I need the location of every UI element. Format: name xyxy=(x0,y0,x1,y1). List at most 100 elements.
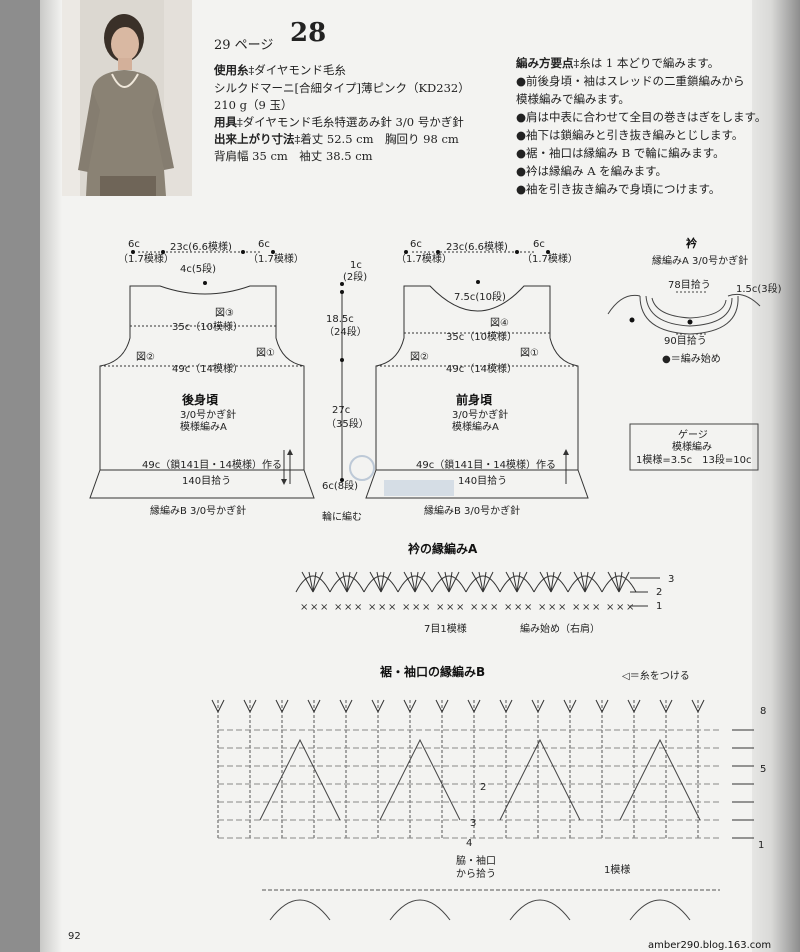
back-neck: 4c(5段) xyxy=(180,262,216,275)
back-top-right: 6c xyxy=(258,239,270,250)
points-item: 模様編みで編みます。 xyxy=(516,92,630,106)
sc-mark: × xyxy=(436,602,444,613)
picot xyxy=(275,699,289,714)
back-base: 49c（鎖141目・14模様）作る xyxy=(142,458,282,471)
points-item: ●裾・袖口は縁編み B で輪に編みます。 xyxy=(516,146,725,160)
dc-stitch xyxy=(478,571,484,593)
page-reference: 29 ページ xyxy=(214,38,274,53)
chart-b-pickup2: から拾う xyxy=(456,867,496,880)
bottom-fan xyxy=(269,899,331,921)
sc-mark: × xyxy=(626,602,634,613)
book-gutter xyxy=(40,0,62,952)
chart-b-row-1: 1 xyxy=(758,840,764,851)
tools-line: 用具‡ダイヤモンド毛糸特選あみ針 3/0 号かぎ針 xyxy=(214,114,464,130)
chart-a-start: 編み始め（右肩） xyxy=(520,622,600,635)
dc-stitch xyxy=(380,571,385,593)
sc-mark: × xyxy=(558,602,566,613)
gauge-value: 1模様=3.5c 13段=10c xyxy=(636,453,751,466)
chain-arc xyxy=(397,575,433,593)
sc-mark: × xyxy=(320,602,328,613)
chain-arc xyxy=(431,575,467,593)
back-title: 後身頃 xyxy=(182,392,219,407)
back-top-mid: 23c(6.6模様) xyxy=(170,240,232,253)
gauge-stitch: 模様編み xyxy=(672,440,712,453)
back-needle: 3/0号かぎ針 xyxy=(180,408,236,421)
dc-stitch xyxy=(580,571,586,593)
front-body-schematic xyxy=(365,251,589,499)
model-photo xyxy=(62,0,192,196)
picot xyxy=(563,699,577,714)
dc-stitch xyxy=(301,571,314,593)
dc-stitch xyxy=(380,571,392,593)
dc-stitch xyxy=(516,571,521,593)
back-fig1: 図① xyxy=(256,347,275,359)
collar-side: 1.5c(3段) xyxy=(736,282,782,295)
picot xyxy=(499,699,513,714)
sc-mark: × xyxy=(388,602,396,613)
dc-stitch xyxy=(607,571,620,593)
chart-b-legend: ◁＝糸をつける xyxy=(622,670,690,682)
picot xyxy=(211,699,225,714)
picot xyxy=(595,699,609,714)
picot xyxy=(659,699,673,714)
points-item: ●衿は縁編み A を編みます。 xyxy=(516,164,667,178)
pattern-number: 28 xyxy=(290,18,327,48)
chart-a-repeat: 7目1模様 xyxy=(424,622,467,635)
chain-arc xyxy=(567,575,603,593)
back-pickup: 140目拾う xyxy=(182,474,231,487)
front-fig4: 図④ xyxy=(490,317,509,329)
picot xyxy=(307,699,321,714)
sc-mark: × xyxy=(368,602,376,613)
collar-title: 衿 xyxy=(686,236,697,250)
chart-b-row-5: 5 xyxy=(760,764,766,775)
chain-arc xyxy=(329,575,365,593)
sc-mark: × xyxy=(456,602,464,613)
dc-stitch xyxy=(618,571,623,593)
collar-sub: 縁編みA 3/0号かぎ針 xyxy=(652,254,748,267)
points-intro: ‡糸は 1 本どりで編みます。 xyxy=(573,56,720,70)
chain-arc xyxy=(363,575,399,593)
sc-mark: × xyxy=(300,602,308,613)
picot xyxy=(243,699,257,714)
sc-mark: × xyxy=(572,602,580,613)
sc-mark: × xyxy=(514,602,522,613)
points-label: 編み方要点 xyxy=(516,56,574,70)
dc-stitch xyxy=(308,571,314,593)
front-fig2: 図② xyxy=(410,351,429,363)
sc-mark: × xyxy=(606,602,614,613)
sc-mark: × xyxy=(412,602,420,613)
dc-stitch xyxy=(618,571,630,593)
dc-stitch xyxy=(471,571,484,593)
bottom-fan xyxy=(509,899,571,921)
sc-mark: × xyxy=(334,602,342,613)
front-title: 前身頃 xyxy=(456,392,493,407)
chart-a-title: 衿の縁編みA xyxy=(408,541,478,556)
points-item: ●袖下は鎖編みと引き抜き編みとじします。 xyxy=(516,128,744,142)
chart-b-pickup1: 脇・袖口 xyxy=(456,854,496,867)
front-border: 縁編みB 3/0号かぎ針 xyxy=(424,504,520,517)
dc-stitch xyxy=(346,571,358,593)
dc-stitch xyxy=(437,571,450,593)
picot xyxy=(467,699,481,714)
sc-mark: × xyxy=(548,602,556,613)
back-bust: 49c（14模様） xyxy=(172,362,243,375)
tools-label: 用具 xyxy=(214,115,237,129)
sc-mark: × xyxy=(504,602,512,613)
back-top-right-2: （1.7模様） xyxy=(248,252,304,265)
chart-b-symbols xyxy=(211,699,754,921)
picot xyxy=(339,699,353,714)
collar-start: ●＝編み始め xyxy=(662,352,721,365)
dc-stitch xyxy=(550,571,555,593)
front-stitch: 模様編みA xyxy=(452,420,499,433)
v-d2b: （24段） xyxy=(324,325,367,338)
dc-stitch xyxy=(448,571,460,593)
yarn-line: 使用糸‡ダイヤモンド毛糸 xyxy=(214,62,346,78)
chart-a-row-2: 2 xyxy=(656,587,662,598)
back-stitch: 模様編みA xyxy=(180,420,227,433)
dc-stitch xyxy=(376,571,382,593)
collar-schematic xyxy=(607,291,761,335)
chart-b-title: 裾・袖口の縁編みB xyxy=(380,664,485,679)
yarn-detail: シルクドマーニ[合細タイプ]薄ピンク（KD232） xyxy=(214,81,470,95)
dc-stitch xyxy=(505,571,518,593)
